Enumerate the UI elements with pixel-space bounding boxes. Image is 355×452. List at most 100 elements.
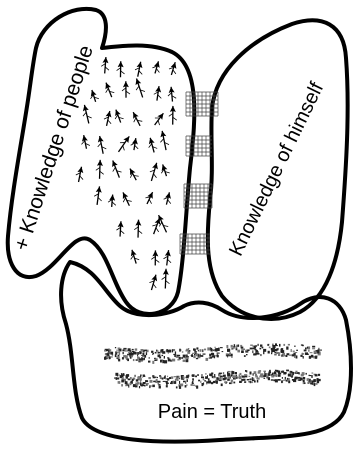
speckle [306,354,309,355]
speckle [201,374,203,377]
speckle [156,350,157,352]
speckle [149,385,150,388]
speckle [246,370,247,372]
speckle [303,372,305,375]
speckle [288,374,291,377]
speckle [310,352,313,353]
speckle [294,353,296,356]
speckle [158,355,160,358]
speckle [231,356,233,358]
speckle [286,370,289,372]
speckle [139,386,140,388]
speckle [300,355,302,357]
arrow-stroke [143,190,156,205]
speckle [133,384,136,387]
speckle [288,378,290,381]
speckle [215,347,216,348]
speckle [293,351,295,352]
speckle [202,349,203,352]
speckle [247,379,250,380]
speckle [303,380,305,382]
speckle [283,380,285,381]
speckle [198,350,199,352]
speckle [250,372,252,375]
speckle [304,350,307,352]
speckle [271,352,272,354]
speckle [170,383,172,385]
arrow-stroke [122,81,130,97]
speckle [183,355,186,358]
speckle [229,352,231,355]
arrow-stroke [130,110,144,127]
speckle [255,350,258,353]
speckle [223,378,226,381]
speckle [255,376,258,378]
speckle [164,360,167,363]
speckle [166,349,168,352]
speckle [277,349,278,350]
speckle [198,380,200,382]
speckle [168,359,171,362]
speckle [231,374,233,376]
speckle [106,349,109,351]
speckle [285,377,286,380]
speckle [227,351,229,352]
speckle [267,344,269,346]
speckle [162,349,163,350]
speckle [244,355,246,357]
speckle [165,375,166,378]
speckle [186,375,189,378]
speckle [290,371,291,373]
speckle [123,352,124,355]
speckle [166,385,168,387]
speckle [233,382,235,384]
speckle [234,377,236,378]
speckle [306,373,307,375]
speckle [196,386,198,389]
speckle [239,376,242,379]
speckle [244,374,247,376]
arrow-stroke [158,130,170,151]
speckle [233,375,236,377]
speckle [275,343,277,345]
speckle [222,351,224,352]
speckle [127,354,129,356]
speckle [268,377,270,380]
speckle [192,378,194,380]
arrow-stroke [163,250,173,266]
speckle [132,349,134,350]
speckle [200,381,201,383]
arrow-stroke [163,191,174,205]
speckle [116,350,117,351]
speckle [136,379,139,381]
speckle [269,370,271,372]
speckle [176,386,178,388]
speckle [268,373,271,376]
speckle [312,348,315,349]
speckle [271,350,273,353]
speckle [286,355,288,357]
speckle [317,352,318,353]
speckle [203,382,204,384]
speckle [121,380,124,383]
speckle [173,354,176,355]
speckle [152,361,154,364]
speckle [307,378,310,381]
speckle [234,344,235,347]
arrow-stroke [115,134,132,154]
speckle [244,381,246,383]
speckle [314,383,316,386]
speckle [268,372,271,374]
speckle [317,378,319,381]
speckle [111,356,113,357]
speckle [193,348,196,350]
speckle [116,377,117,380]
speckle [195,376,197,378]
speckle [137,382,139,384]
speckle [148,377,151,379]
speckle [196,358,198,359]
speckle [268,351,270,354]
speckle [276,370,278,373]
speckle [172,350,173,353]
speckle [240,345,242,347]
